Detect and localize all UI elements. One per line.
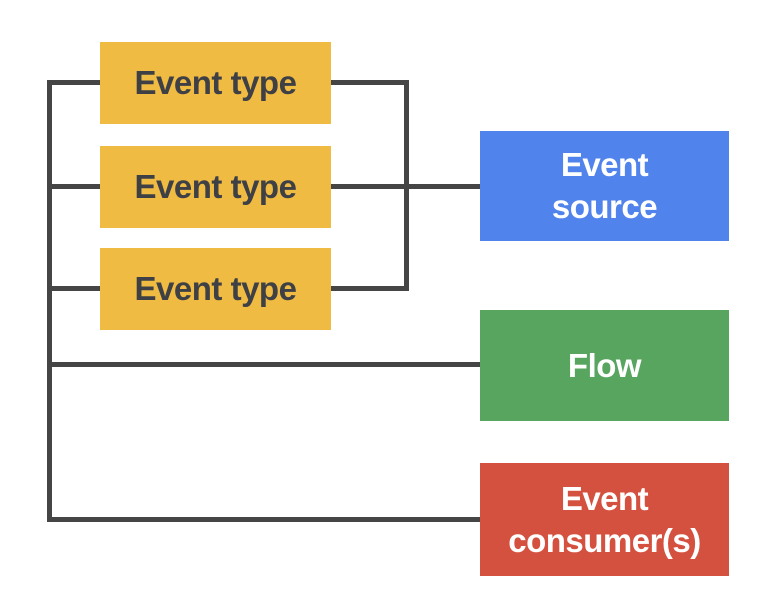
node-event-source-label: Event source: [551, 146, 658, 225]
connector-right-stub-event-type-1: [326, 80, 409, 85]
node-event-source: Event source: [480, 131, 729, 241]
node-flow-label: Flow: [567, 346, 642, 384]
node-event-consumers: Event consumer(s): [480, 463, 729, 576]
node-event-consumers-label: Event consumer(s): [508, 479, 701, 559]
connector-left-stub-event-type-1: [47, 80, 105, 85]
connector-line-to-event-source: [326, 184, 481, 189]
connector-line-to-event-consumers: [47, 517, 481, 522]
node-flow: Flow: [480, 310, 729, 421]
connector-line-to-flow: [47, 362, 481, 367]
node-event-type-1-label: Event type: [134, 64, 297, 101]
connector-left-stub-event-type-2: [47, 184, 105, 189]
connector-left-bus-vertical: [47, 80, 52, 522]
node-event-type-2-label: Event type: [134, 168, 297, 205]
node-event-type-1: Event type: [100, 42, 331, 124]
connector-left-stub-event-type-3: [47, 286, 105, 291]
node-event-type-2: Event type: [100, 146, 331, 228]
node-event-type-3: Event type: [100, 248, 331, 330]
node-event-type-3-label: Event type: [134, 270, 297, 307]
connector-right-stub-event-type-3: [326, 286, 409, 291]
